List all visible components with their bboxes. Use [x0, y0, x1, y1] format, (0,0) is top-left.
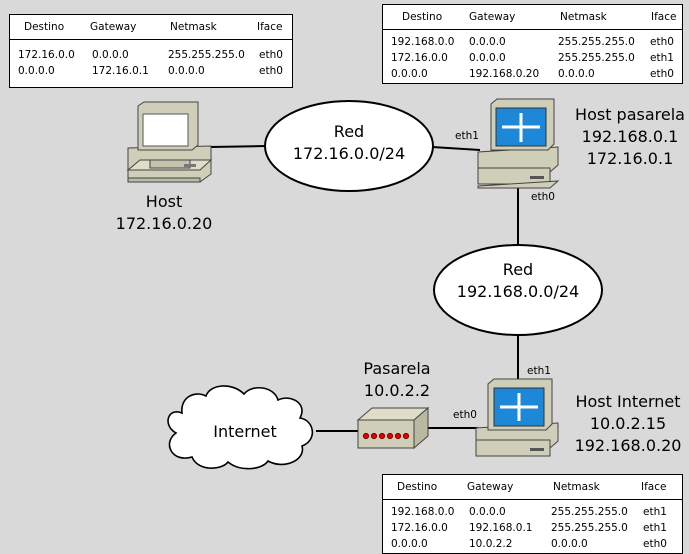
router-arrows-icon: [502, 113, 540, 142]
table-header: Destino Gateway Netmask Iface: [383, 5, 682, 30]
col-destino: Destino: [397, 481, 438, 493]
cell: 0.0.0.0: [551, 538, 588, 550]
red1-net: 172.16.0.0/24: [292, 144, 406, 163]
red1-ellipse: [264, 100, 434, 192]
host-pasarela-title: Host pasarela: [575, 105, 685, 124]
red1-title: Red: [333, 122, 365, 141]
routing-table-host: Destino Gateway Netmask Iface 172.16.0.0…: [9, 14, 293, 88]
cell: eth1: [643, 506, 667, 518]
table-header: Destino Gateway Netmask Iface: [10, 15, 292, 40]
internet-cloud-icon: [167, 385, 314, 470]
cell: 0.0.0.0: [469, 52, 506, 64]
cell: 0.0.0.0: [92, 49, 129, 61]
cell: 192.168.0.1: [469, 522, 533, 534]
host-internet-label: Host Internet 10.0.2.15 192.168.0.20: [564, 391, 689, 457]
col-gateway: Gateway: [469, 11, 516, 23]
red2-title: Red: [502, 260, 534, 279]
iface-hp-eth1: eth1: [455, 130, 479, 142]
table-row: 172.16.0.0 0.0.0.0 255.255.255.0 eth0: [10, 49, 292, 65]
host-computer-icon: [126, 101, 213, 183]
cell: 172.16.0.0: [391, 522, 448, 534]
cell: 192.168.0.20: [469, 68, 540, 80]
cell: eth0: [259, 65, 283, 77]
pasarela-modem-icon: [356, 406, 430, 450]
table-row: 192.168.0.0 0.0.0.0 255.255.255.0 eth0: [383, 36, 682, 52]
cell: 0.0.0.0: [168, 65, 205, 77]
host-internet-computer-icon: [475, 378, 559, 457]
cell: 172.16.0.0: [391, 52, 448, 64]
cell: eth0: [259, 49, 283, 61]
cell: 0.0.0.0: [18, 65, 55, 77]
cell: 255.255.255.0: [558, 52, 635, 64]
routing-table-host-internet: Destino Gateway Netmask Iface 192.168.0.…: [382, 474, 683, 554]
host-pasarela-ip1: 192.168.0.1: [581, 127, 679, 146]
iface-hp-eth0: eth0: [531, 191, 555, 203]
cell: 0.0.0.0: [391, 538, 428, 550]
cell: 255.255.255.0: [168, 49, 245, 61]
red2-label: Red 192.168.0.0/24: [438, 259, 598, 303]
cell: 0.0.0.0: [558, 68, 595, 80]
host-ip: 172.16.0.20: [115, 214, 213, 233]
cell: 10.0.2.2: [469, 538, 513, 550]
host-label: Host 172.16.0.20: [104, 191, 224, 235]
link-host-red1: [209, 145, 267, 148]
table-row: 172.16.0.0 192.168.0.1 255.255.255.0 eth…: [383, 522, 682, 538]
cell: 172.16.0.0: [18, 49, 75, 61]
table-row: 0.0.0.0 10.0.2.2 0.0.0.0 eth0: [383, 538, 682, 554]
link-red1-hostpasarela: [431, 146, 481, 151]
col-gateway: Gateway: [467, 481, 514, 493]
col-destino: Destino: [24, 21, 65, 33]
cell: eth1: [650, 52, 674, 64]
col-gateway: Gateway: [90, 21, 137, 33]
cell: 192.168.0.0: [391, 36, 455, 48]
host-internet-title: Host Internet: [575, 392, 681, 411]
table-header: Destino Gateway Netmask Iface: [383, 475, 682, 500]
cell: eth1: [643, 522, 667, 534]
pasarela-title: Pasarela: [363, 359, 431, 378]
red2-ellipse: [433, 244, 603, 336]
table-row: 0.0.0.0 192.168.0.20 0.0.0.0 eth0: [383, 68, 682, 84]
cell: 0.0.0.0: [469, 36, 506, 48]
host-pasarela-computer-icon: [477, 98, 560, 189]
cell: 0.0.0.0: [391, 68, 428, 80]
iface-hi-eth1: eth1: [527, 365, 551, 377]
table-row: 192.168.0.0 0.0.0.0 255.255.255.0 eth1: [383, 506, 682, 522]
cell: eth0: [643, 538, 667, 550]
routing-table-host-pasarela: Destino Gateway Netmask Iface 192.168.0.…: [382, 4, 683, 84]
col-netmask: Netmask: [553, 481, 600, 493]
host-internet-ip1: 10.0.2.15: [589, 414, 667, 433]
cell: 0.0.0.0: [469, 506, 506, 518]
cell: 255.255.255.0: [551, 522, 628, 534]
cell: 172.16.0.1: [92, 65, 149, 77]
red1-label: Red 172.16.0.0/24: [279, 121, 419, 165]
host-pasarela-ip2: 172.16.0.1: [586, 149, 674, 168]
col-netmask: Netmask: [560, 11, 607, 23]
col-iface: Iface: [641, 481, 667, 493]
col-destino: Destino: [402, 11, 443, 23]
pasarela-label: Pasarela 10.0.2.2: [347, 358, 447, 402]
col-netmask: Netmask: [170, 21, 217, 33]
host-pasarela-label: Host pasarela 192.168.0.1 172.16.0.1: [565, 104, 689, 170]
col-iface: Iface: [651, 11, 677, 23]
cell: 255.255.255.0: [558, 36, 635, 48]
table-row: 0.0.0.0 172.16.0.1 0.0.0.0 eth0: [10, 65, 292, 81]
host-internet-ip2: 192.168.0.20: [574, 436, 682, 455]
host-title: Host: [145, 192, 183, 211]
internet-label: Internet: [213, 422, 277, 441]
pasarela-ip: 10.0.2.2: [363, 381, 431, 400]
links: [209, 145, 519, 432]
table-row: 172.16.0.0 0.0.0.0 255.255.255.0 eth1: [383, 52, 682, 68]
cell: eth0: [650, 36, 674, 48]
red2-net: 192.168.0.0/24: [456, 282, 580, 301]
col-iface: Iface: [257, 21, 283, 33]
cell: 255.255.255.0: [551, 506, 628, 518]
cell: eth0: [650, 68, 674, 80]
iface-hi-eth0: eth0: [453, 409, 477, 421]
cell: 192.168.0.0: [391, 506, 455, 518]
